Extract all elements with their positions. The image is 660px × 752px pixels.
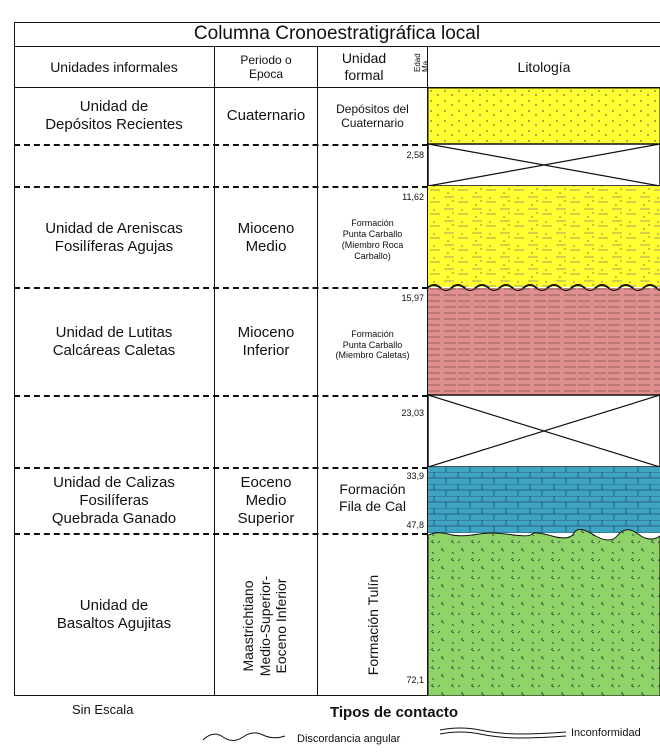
angular-contact-symbol (203, 732, 286, 741)
header-unidad-formal: Unidad formal (341, 50, 387, 83)
period-label: Mioceno Inferior (237, 324, 295, 359)
column-line (317, 46, 318, 696)
scale-note: Sin Escala (72, 702, 134, 717)
period-label: Maastrichtiano Medio-Superior- Eoceno In… (239, 575, 290, 677)
row-boundary (14, 395, 428, 397)
age-label: 23,03 (401, 408, 424, 418)
header-litologia: Litología (517, 58, 571, 75)
row-boundary (14, 144, 428, 146)
header-unidades-informales: Unidades informales (50, 58, 178, 75)
hiatus-cross (428, 143, 660, 187)
row-boundary (14, 467, 428, 469)
column-line (214, 46, 215, 696)
age-label: 2,58 (406, 150, 424, 160)
age-label: 15,97 (401, 293, 424, 303)
hiatus-cross (428, 394, 660, 468)
divider (14, 87, 660, 88)
unit-label: Unidad de Lutitas Calcáreas Caletas (52, 324, 176, 359)
age-label: 11,62 (402, 192, 424, 202)
unit-label: Unidad de Calizas Fosilíferas Quebrada G… (51, 474, 177, 527)
row-boundary (14, 287, 428, 289)
lithology-basalt (428, 529, 660, 696)
row-boundary (14, 533, 428, 535)
lithology-column (428, 88, 660, 696)
angular-contact-label: Discordancia angular (297, 733, 401, 745)
header-periodo: Periodo o Epoca (240, 52, 292, 81)
formal-label: Formación Punta Carballo (Miembro Caleta… (335, 328, 410, 361)
column-line (427, 46, 428, 696)
formal-label: Formación Punta Carballo (Miembro Roca C… (341, 218, 404, 261)
period-label: Eoceno Medio Superior (237, 474, 295, 527)
header-edad: Edad Ma (413, 53, 430, 72)
lithology-sand (428, 88, 660, 145)
unconformity-line (428, 285, 660, 291)
age-label: 72,1 (406, 675, 424, 685)
formal-label: Formación Fila de Cal (339, 481, 406, 514)
row-boundary (14, 186, 428, 188)
lithology-sandstone (428, 186, 660, 287)
unconformity-symbol (440, 727, 567, 739)
unit-label: Unidad de Areniscas Fosilíferas Agujas (45, 219, 183, 255)
lithology-shale (428, 288, 660, 395)
divider (14, 46, 660, 47)
period-label: Mioceno Medio (237, 219, 295, 255)
period-label: Cuaternario (226, 107, 306, 124)
lithology-limestone (428, 467, 660, 533)
unit-label: Unidad de Basaltos Agujitas (56, 597, 172, 632)
formal-label: Formación Tulín (364, 574, 381, 676)
unconformity-label: Inconformidad (571, 727, 641, 739)
page-title: Columna Cronoestratigráfica local (193, 22, 481, 44)
unit-label: Unidad de Depósitos Recientes (45, 98, 183, 133)
formal-label: Depósitos del Cuaternario (336, 101, 409, 130)
age-label: 47,8 (406, 520, 424, 530)
chart-frame (14, 22, 660, 696)
age-label: 33,9 (406, 471, 424, 481)
contacts-title: Tipos de contacto (330, 704, 459, 721)
